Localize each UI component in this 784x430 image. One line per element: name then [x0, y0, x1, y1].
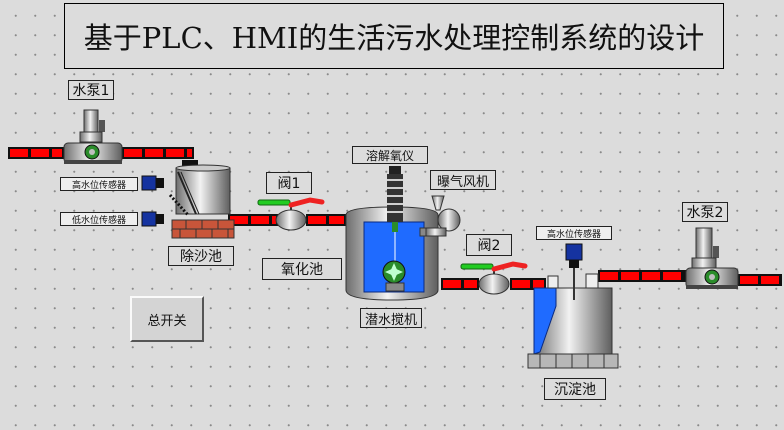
- pipe-sediment-to-pump2: [598, 270, 686, 282]
- pipe-oxidation-to-valve2: [441, 278, 479, 290]
- oxidation-tank-label: 氧化池: [262, 258, 342, 280]
- oxidation-tank-icon: [345, 206, 445, 301]
- pipe-valve1-to-oxidation: [306, 214, 346, 226]
- pump-1-icon[interactable]: [63, 109, 123, 164]
- sediment-tank-label: 沉淀池: [544, 378, 606, 400]
- grit-tank-icon: [168, 160, 235, 239]
- pump-2-icon[interactable]: [685, 227, 739, 289]
- valve-2-icon[interactable]: [460, 261, 528, 295]
- valve-2-label: 阀2: [466, 234, 512, 256]
- page-title: 基于PLC、HMI的生活污水处理控制系统的设计: [64, 3, 724, 69]
- high-level-sensor-1-label: 高水位传感器: [60, 177, 138, 191]
- low-level-sensor-icon: [141, 211, 164, 227]
- aeration-fan-icon[interactable]: [425, 195, 461, 237]
- pipe-valve2-to-sediment: [510, 278, 546, 290]
- submersible-mixer-label: 潜水搅机: [360, 308, 422, 328]
- submersible-mixer-icon[interactable]: [382, 260, 406, 292]
- valve-1-label: 阀1: [266, 172, 312, 194]
- dissolved-oxygen-meter-icon: [387, 166, 403, 232]
- high-level-sensor-2-label: 高水位传感器: [536, 226, 612, 240]
- pipe-inlet: [8, 147, 64, 159]
- pump-1-label: 水泵1: [68, 80, 114, 100]
- pipe-pump1-out: [122, 147, 194, 159]
- dissolved-oxygen-label: 溶解氧仪: [352, 146, 428, 164]
- high-level-sensor-2-icon: [565, 243, 583, 300]
- main-switch-button[interactable]: 总开关: [130, 296, 204, 342]
- valve-1-icon[interactable]: [257, 197, 325, 231]
- pump-2-label: 水泵2: [682, 202, 728, 222]
- sediment-tank-icon: [527, 273, 619, 369]
- grit-tank-label: 除沙池: [168, 246, 234, 266]
- pipe-outlet: [738, 274, 782, 286]
- high-level-sensor-1-icon: [141, 175, 164, 191]
- aeration-fan-label: 曝气风机: [430, 170, 496, 190]
- low-level-sensor-label: 低水位传感器: [60, 212, 138, 226]
- pipe-grit-to-valve1: [228, 214, 278, 226]
